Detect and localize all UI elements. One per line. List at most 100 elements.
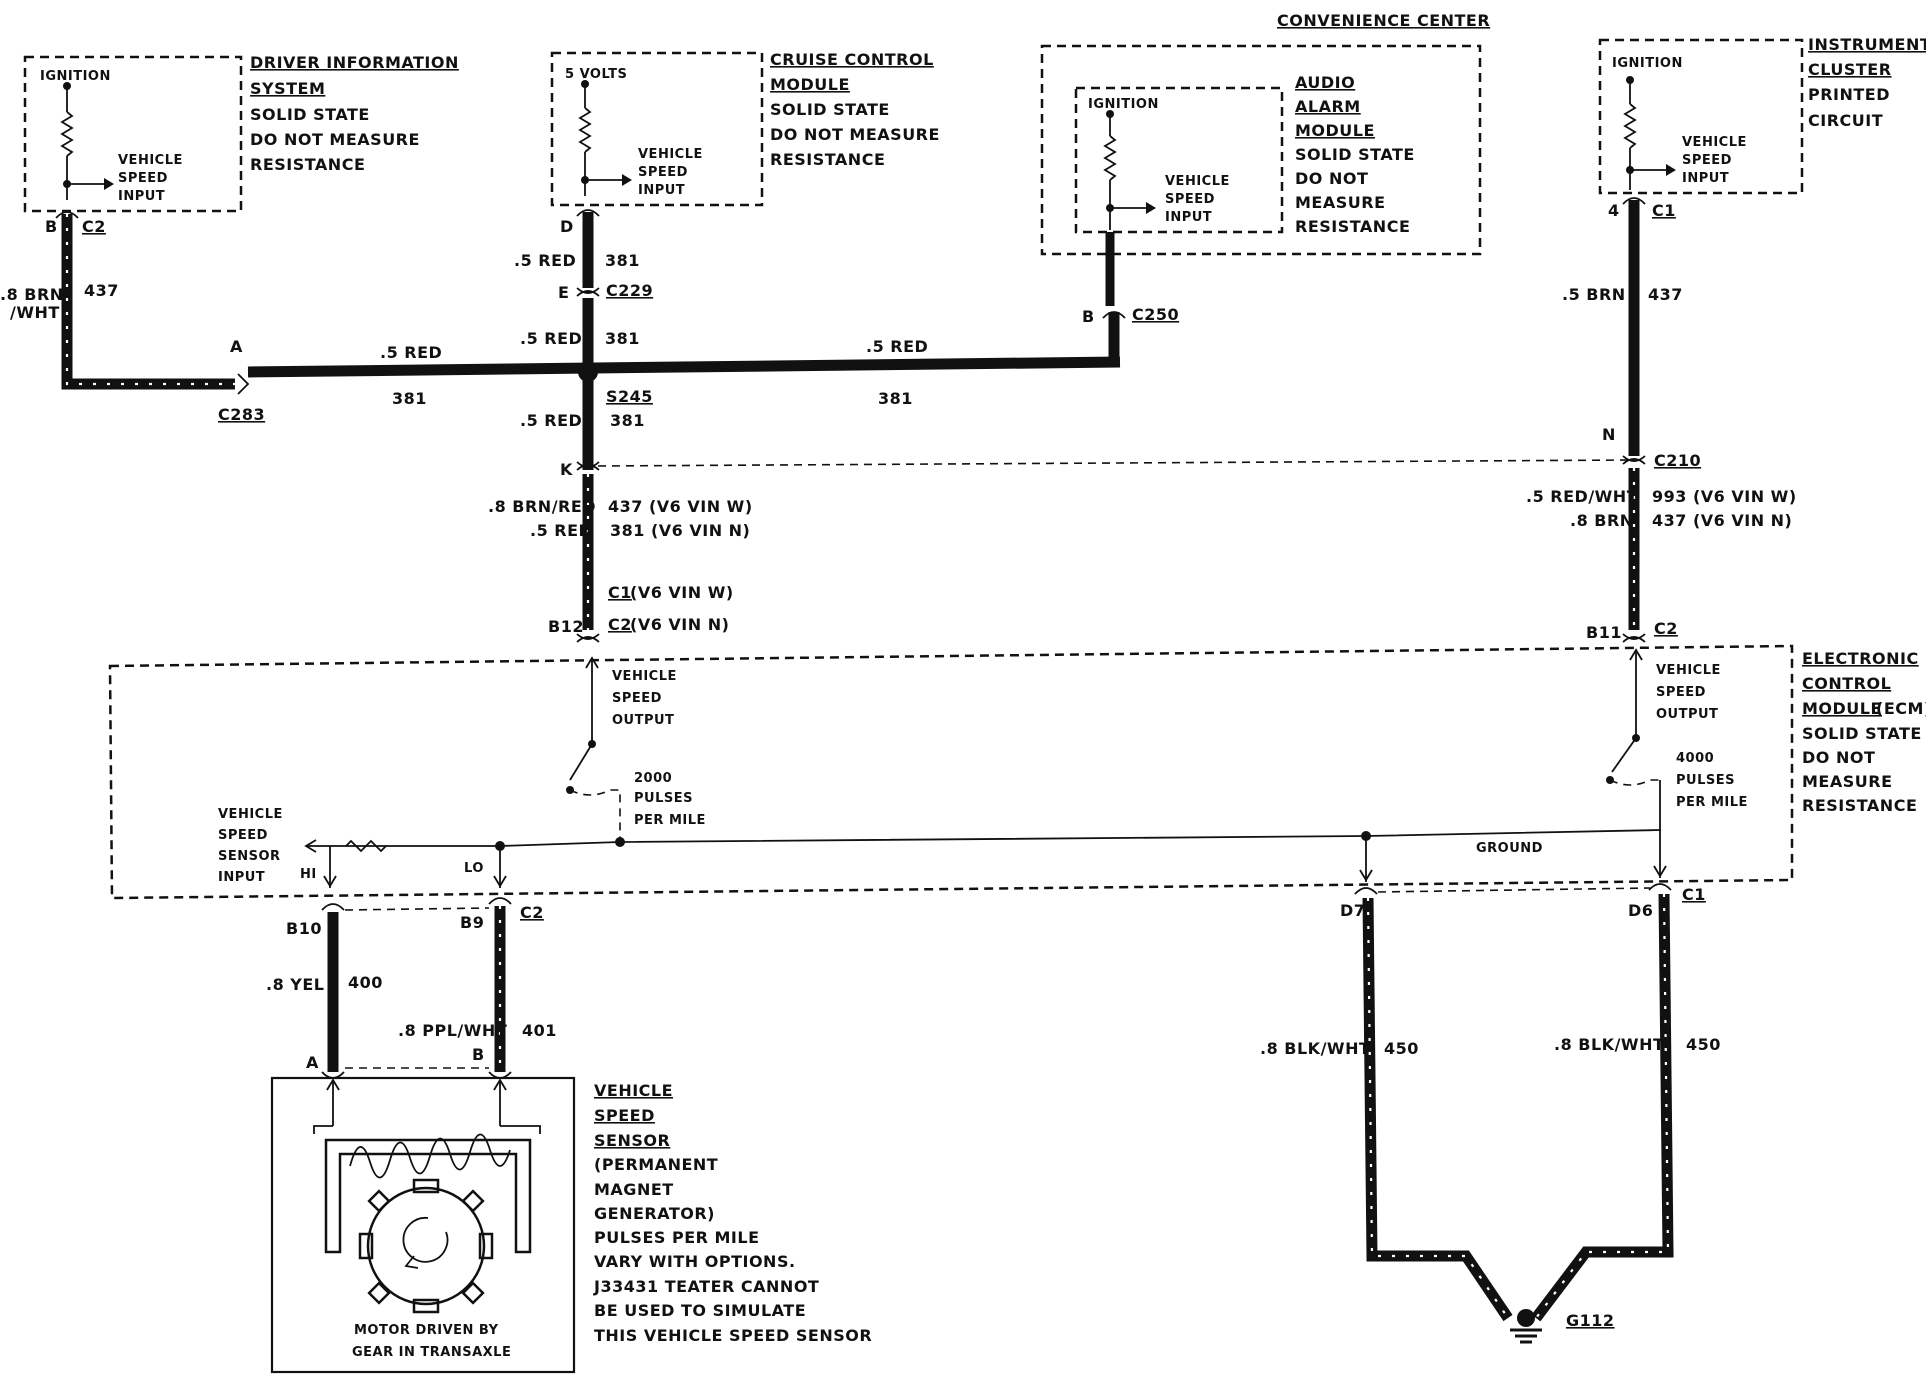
cluster-title1: INSTRUMENT	[1808, 35, 1926, 54]
ecm-c1-left: C1	[608, 583, 632, 602]
ecm-l2: DO NOT	[1802, 748, 1875, 767]
convenience-center: CONVENIENCE CENTER IGNITION VEHICLE SPEE…	[1040, 11, 1490, 256]
c283-pin-a: A	[230, 337, 243, 356]
ecm-module: ELECTRONIC CONTROL MODULE (ECM) SOLID ST…	[108, 644, 1926, 900]
ecm-title3: MODULE	[1802, 699, 1882, 718]
ecm-pin-b11: B11	[1586, 623, 1622, 642]
ecm-c2-left-note: (V6 VIN N)	[630, 615, 729, 634]
ecm-4000-1: 4000	[1676, 751, 1714, 766]
w400-num: 400	[348, 973, 383, 992]
cluster-in2: SPEED	[1682, 153, 1732, 168]
w400-color: .8 YEL	[266, 975, 325, 994]
ecm-pin-d7: D7	[1340, 901, 1365, 920]
w381-top-num: 381	[605, 251, 640, 270]
dis-in1: VEHICLE	[118, 153, 183, 168]
dis-l1: SOLID STATE	[250, 105, 370, 124]
w-ecm-l-num1: 437 (V6 VIN W)	[608, 497, 753, 516]
ecm-out-r3: OUTPUT	[1656, 707, 1718, 722]
g112-label: G112	[1566, 1311, 1615, 1330]
cruise-l2: DO NOT MEASURE	[770, 125, 940, 144]
w-ecm-r-color2: .8 BRN	[1570, 511, 1634, 530]
dis-title2: SYSTEM	[250, 79, 325, 98]
ecm-2000-3: PER MILE	[634, 813, 706, 828]
w401-color: .8 PPL/WHT	[398, 1021, 507, 1040]
cruise-power-label: 5 VOLTS	[565, 67, 627, 82]
wire-450-d7	[1362, 897, 1513, 1322]
dis-c2: C2	[82, 217, 106, 236]
w437-dis-color2: /WHT	[10, 303, 60, 322]
s245-label: S245	[606, 387, 653, 406]
c210-label: C210	[1654, 451, 1701, 470]
cluster-box	[1598, 38, 1804, 195]
vss-l6: J33431 TEATER CANNOT	[593, 1277, 819, 1296]
upper-wiring: B C2 .8 BRN /WHT 437 A C283 .5 RED 381 .…	[0, 197, 1796, 643]
w381-mid-color: .5 RED	[520, 329, 582, 348]
cruise-l3: RESISTANCE	[770, 150, 885, 169]
vss-m2: GEAR IN TRANSAXLE	[352, 1345, 511, 1360]
ecm-out-r1: VEHICLE	[1656, 663, 1721, 678]
c210-dashed-link	[597, 459, 1635, 467]
c210-pin-k: K	[560, 460, 573, 479]
w401-num: 401	[522, 1021, 557, 1040]
cruise-in3: INPUT	[638, 183, 685, 198]
w381-mid-num: 381	[605, 329, 640, 348]
ecm-l4: RESISTANCE	[1802, 796, 1917, 815]
vss-box	[270, 1076, 576, 1374]
w-ecm-l-color2: .5 RED	[530, 521, 592, 540]
ecm-pin-d6: D6	[1628, 901, 1653, 920]
ecm-pin-b12: B12	[548, 617, 584, 636]
vss-l5: VARY WITH OPTIONS.	[594, 1252, 796, 1271]
ecm-out-l3: OUTPUT	[612, 713, 674, 728]
cluster-title2: CLUSTER	[1808, 60, 1892, 79]
w450a-color: .8 BLK/WHT	[1260, 1039, 1370, 1058]
vss-pin-b10: B10	[286, 919, 322, 938]
ecm-vss-in1: VEHICLE	[218, 807, 283, 822]
w437-ic-color: .5 BRN	[1562, 285, 1626, 304]
cluster-power-label: IGNITION	[1612, 56, 1683, 71]
driver-info-box	[23, 55, 243, 213]
w381-right-num: 381	[878, 389, 913, 408]
dis-title1: DRIVER INFORMATION	[250, 53, 459, 72]
wire-381-horizontal	[247, 356, 1121, 378]
cruise-control-module: 5 VOLTS VEHICLE SPEED INPUT CRUISE CONTR…	[550, 50, 940, 207]
ecm-lo: LO	[464, 861, 484, 876]
w381-below-color: .5 RED	[520, 411, 582, 430]
w-ecm-l-color1: .8 BRN/RED	[488, 497, 596, 516]
audio-l2: DO NOT	[1295, 169, 1368, 188]
w-ecm-r-color1: .5 RED/WHT	[1526, 487, 1638, 506]
vehicle-speed-sensor: MOTOR DRIVEN BY GEAR IN TRANSAXLE VEHICL…	[270, 1076, 872, 1374]
cluster-l2: CIRCUIT	[1808, 111, 1883, 130]
cruise-l1: SOLID STATE	[770, 100, 890, 119]
audio-title2: ALARM	[1295, 97, 1361, 116]
audio-l4: RESISTANCE	[1295, 217, 1410, 236]
ecm-box	[108, 644, 1794, 900]
s245-splice	[578, 362, 598, 382]
vss-l3: GENERATOR)	[594, 1204, 715, 1223]
vss-pin-b: B	[472, 1045, 485, 1064]
cluster-pin-4: 4	[1608, 201, 1620, 220]
ecm-c2-left: C2	[608, 615, 632, 634]
audio-in3: INPUT	[1165, 210, 1212, 225]
ecm-4000-3: PER MILE	[1676, 795, 1748, 810]
ecm-c1-left-note: (V6 VIN W)	[630, 583, 734, 602]
w450b-num: 450	[1686, 1035, 1721, 1054]
ecm-l1: SOLID STATE	[1802, 724, 1922, 743]
w381-left-num: 381	[392, 389, 427, 408]
cluster-l1: PRINTED	[1808, 85, 1890, 104]
ecm-vss-in4: INPUT	[218, 870, 265, 885]
cruise-box	[550, 51, 764, 207]
w381-left-color: .5 RED	[380, 343, 442, 362]
vss-l8: THIS VEHICLE SPEED SENSOR	[594, 1326, 872, 1345]
audio-title1: AUDIO	[1295, 73, 1355, 92]
ecm-4000-2: PULSES	[1676, 773, 1735, 788]
w381-top-color: .5 RED	[514, 251, 576, 270]
ecm-2000-2: PULSES	[634, 791, 693, 806]
c210-pin-n: N	[1602, 425, 1616, 444]
dis-in2: SPEED	[118, 171, 168, 186]
w-ecm-l-num2: 381 (V6 VIN N)	[610, 521, 750, 540]
cruise-title1: CRUISE CONTROL	[770, 50, 934, 69]
driver-information-module: IGNITION VEHICLE SPEED INPUT DRIVER INFO…	[23, 53, 459, 213]
w437-dis-num: 437	[84, 281, 119, 300]
ecm-out-l2: SPEED	[612, 691, 662, 706]
dis-power-label: IGNITION	[40, 69, 111, 84]
